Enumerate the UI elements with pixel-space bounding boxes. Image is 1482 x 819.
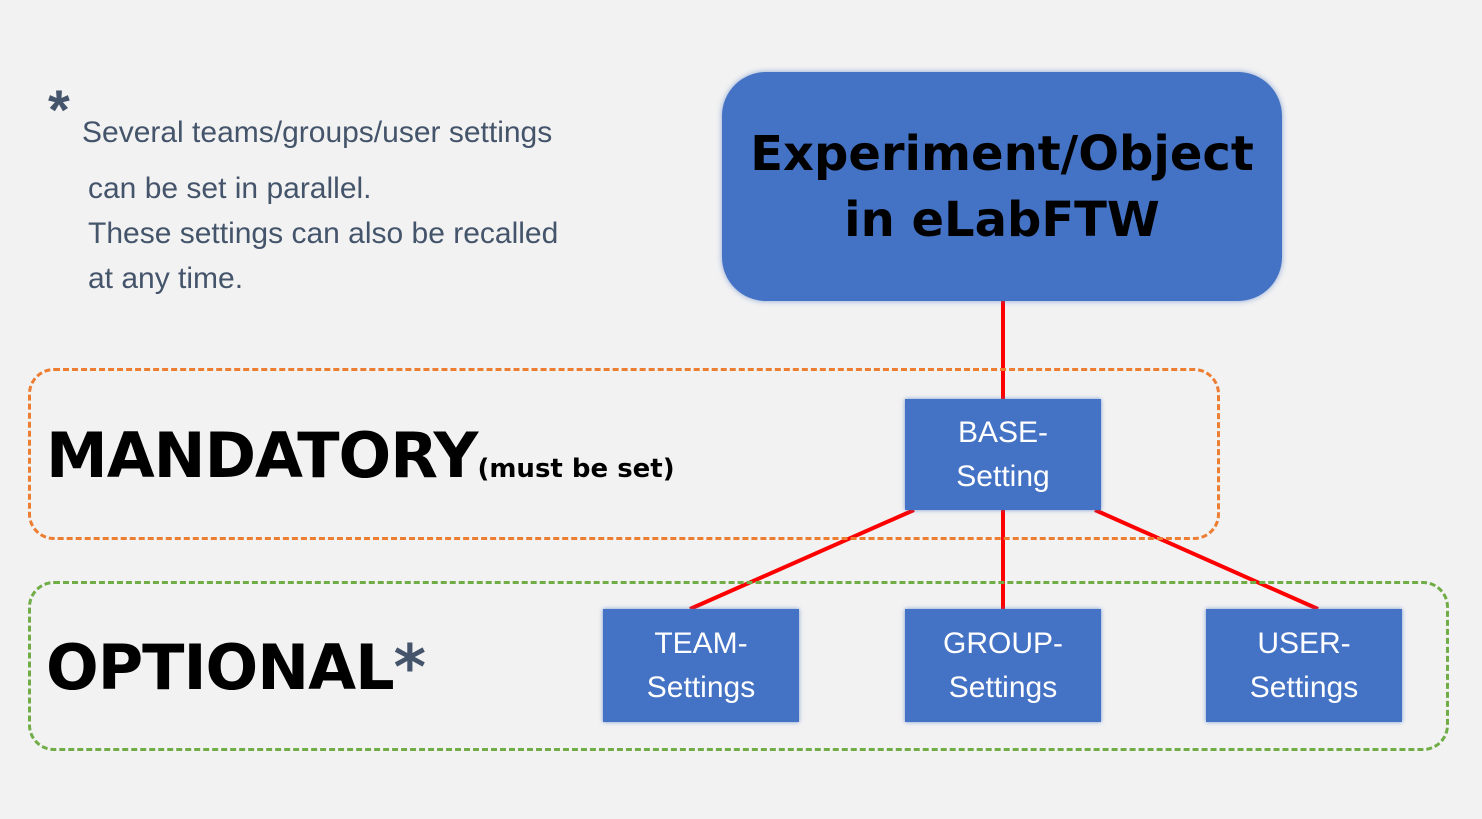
mandatory-sub-label: (must be set) xyxy=(477,454,675,484)
user-settings-node: USER- Settings xyxy=(1206,609,1402,722)
footnote-line-4: at any time. xyxy=(88,262,244,295)
main-box-line-1: Experiment/Object xyxy=(750,125,1254,182)
base-setting-node: BASE- Setting xyxy=(905,399,1101,510)
mandatory-label-text: MANDATORY xyxy=(46,419,478,492)
optional-label-text: OPTIONAL xyxy=(46,631,395,704)
mandatory-label: MANDATORY(must be set) xyxy=(46,418,675,507)
group-node-line-2: Settings xyxy=(948,670,1058,704)
group-settings-node: GROUP- Settings xyxy=(905,609,1101,722)
experiment-object-box: Experiment/Object in eLabFTW xyxy=(722,72,1282,301)
user-node-line-2: Settings xyxy=(1249,670,1359,704)
mandatory-zone xyxy=(28,368,1220,540)
asterisk-icon: * xyxy=(48,78,70,141)
connector-base-to-user xyxy=(1094,508,1319,611)
group-node-line-1: GROUP- xyxy=(943,626,1063,660)
base-node-line-1: BASE- xyxy=(957,415,1049,449)
footnote-line-2: can be set in parallel. xyxy=(88,172,372,205)
optional-zone xyxy=(28,581,1449,751)
team-node-line-2: Settings xyxy=(646,670,756,704)
user-node-line-1: USER- xyxy=(1257,626,1351,660)
team-node-line-1: TEAM- xyxy=(654,626,748,660)
base-node-line-2: Setting xyxy=(956,459,1050,493)
footnote-line-1: Several teams/groups/user settings xyxy=(82,116,553,149)
optional-asterisk-icon: * xyxy=(393,631,426,704)
optional-label: OPTIONAL* xyxy=(46,630,426,706)
connector-base-to-team xyxy=(689,508,915,611)
main-box-line-2: in eLabFTW xyxy=(844,191,1160,248)
team-settings-node: TEAM- Settings xyxy=(603,609,799,722)
footnote-line-3: These settings can also be recalled xyxy=(88,217,559,250)
